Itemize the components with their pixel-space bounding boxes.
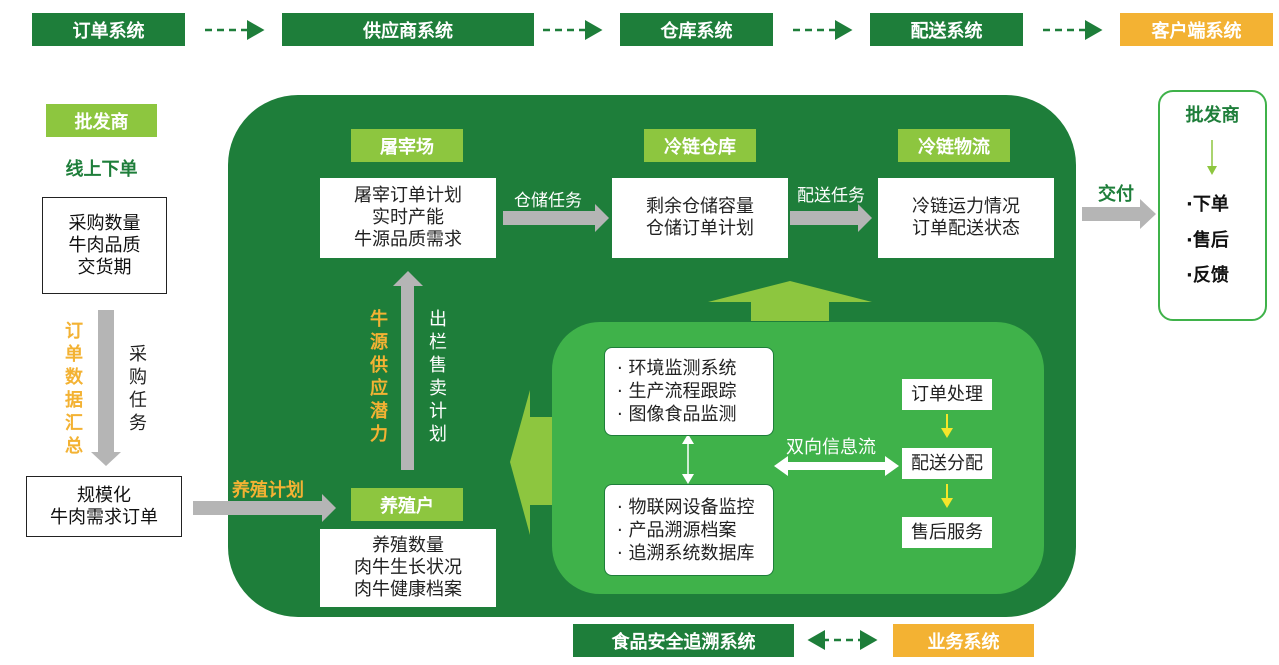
supply-potential-vertical: 牛 源 供 应 潜 力 [370, 309, 388, 445]
arrow-storage-task [503, 204, 609, 232]
top-client-system: 客户端系统 [1120, 13, 1273, 46]
arrow-breeding-plan [193, 494, 336, 522]
left-wholesaler-label: 批发商 [46, 104, 157, 137]
cold-warehouse-header: 冷链仓库 [644, 129, 756, 162]
monitoring-systems-box: · 环境监测系统 · 生产流程跟踪 · 图像食品监测 [604, 347, 774, 436]
food-safety-system: 食品安全追溯系统 [573, 624, 794, 657]
right-item-feedback: ·反馈 [1186, 265, 1229, 286]
purchase-info-box: 采购数量 牛肉品质 交货期 [42, 197, 167, 294]
after-sales-box: 售后服务 [901, 516, 993, 549]
iot-traceability-box: · 物联网设备监控 · 产品溯源档案 · 追溯系统数据库 [604, 484, 774, 576]
beef-quality: 牛肉品质 [68, 234, 141, 256]
order-summary-vertical: 订 单 数 据 汇 总 [65, 321, 83, 457]
purchase-quantity: 采购数量 [68, 212, 141, 234]
online-order-label: 线上下单 [65, 159, 138, 180]
right-wholesaler-label: 批发商 [1185, 105, 1240, 126]
delivery-date: 交货期 [77, 256, 132, 278]
right-item-aftersales: ·售后 [1186, 230, 1229, 251]
bidirectional-flow-label: 双向信息流 [786, 437, 876, 458]
top-warehouse-system: 仓库系统 [620, 13, 773, 46]
top-delivery-system: 配送系统 [870, 13, 1023, 46]
arrow-up-center [393, 271, 423, 470]
demand-order-box: 规模化 牛肉需求订单 [26, 476, 182, 537]
farmer-header: 养殖户 [351, 488, 463, 521]
cold-warehouse-box: 剩余仓储容量 仓储订单计划 [611, 177, 789, 259]
cold-logistics-header: 冷链物流 [898, 129, 1010, 162]
arrow-down-left [91, 310, 121, 466]
breeding-plan-label: 养殖计划 [232, 480, 304, 501]
purchase-task-vertical: 采 购 任 务 [129, 344, 147, 434]
delivery-allocation-box: 配送分配 [901, 447, 993, 480]
arrow-deliver [1082, 199, 1156, 229]
big-up-arrow [708, 281, 872, 321]
sale-plan-vertical: 出 栏 售 卖 计 划 [429, 309, 447, 445]
top-supplier-system: 供应商系统 [282, 13, 534, 46]
slaughterhouse-box: 屠宰订单计划 实时产能 牛源品质需求 [319, 177, 497, 259]
big-left-arrow [510, 390, 552, 535]
delivery-task-label: 配送任务 [797, 186, 865, 206]
top-order-system: 订单系统 [32, 13, 185, 46]
deliver-label: 交付 [1098, 184, 1134, 205]
right-panel [1158, 90, 1267, 321]
arrow-delivery-task [790, 204, 872, 232]
farmer-box: 养殖数量 肉牛生长状况 肉牛健康档案 [319, 528, 497, 608]
business-system: 业务系统 [893, 624, 1034, 657]
slaughterhouse-header: 屠宰场 [351, 129, 463, 162]
order-processing-box: 订单处理 [901, 378, 993, 411]
bidir-arrow [774, 456, 899, 476]
right-item-order: ·下单 [1186, 194, 1229, 215]
storage-task-label: 仓储任务 [514, 191, 582, 211]
cold-logistics-box: 冷链运力情况 订单配送状态 [877, 177, 1055, 259]
